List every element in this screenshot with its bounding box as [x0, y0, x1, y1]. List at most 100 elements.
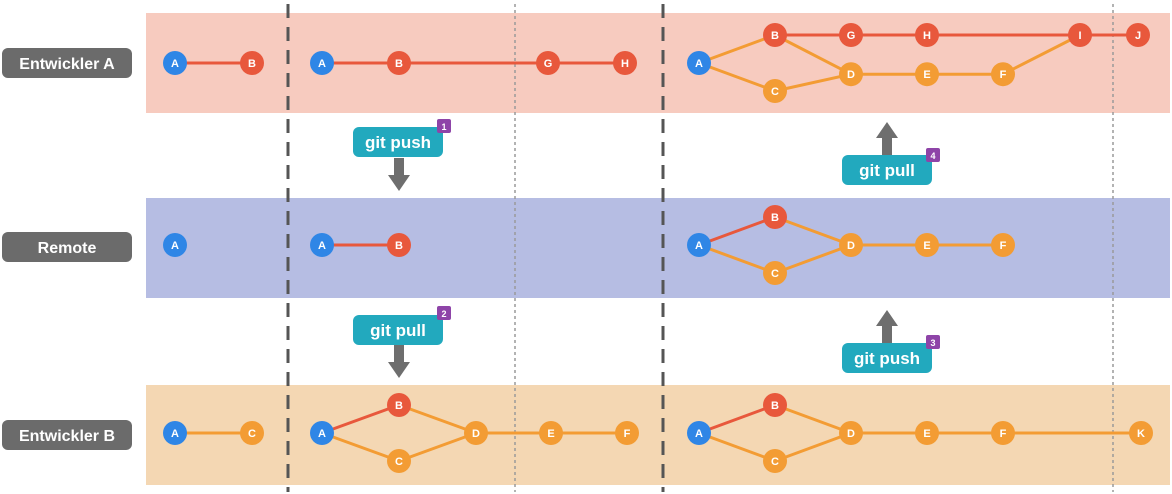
commit-node-C: C: [763, 261, 787, 285]
commit-node-D: D: [839, 421, 863, 445]
commit-node-A: A: [163, 233, 187, 257]
commit-circle: [991, 62, 1015, 87]
commit-circle: [839, 62, 863, 87]
step-badge: [926, 148, 940, 162]
commit-node-A: A: [310, 51, 334, 75]
lane-background-entwickler-b: [146, 385, 1170, 485]
commit-label: A: [695, 58, 703, 70]
commit-label: E: [547, 428, 554, 440]
commit-node-G: G: [536, 51, 560, 75]
commit-node-B: B: [387, 233, 411, 257]
commit-edge-C-D: [398, 431, 477, 463]
commit-circle: [387, 393, 411, 417]
commit-label: A: [171, 428, 179, 440]
commit-circle: [763, 205, 787, 229]
step-badge: [437, 306, 451, 320]
svg-text:git pull: git pull: [370, 321, 426, 340]
commit-label: A: [318, 58, 326, 70]
commit-node-A: A: [163, 51, 187, 75]
commit-label: E: [923, 240, 930, 252]
step-badge: [437, 119, 451, 133]
lane-label-remote: Remote: [2, 232, 132, 262]
commit-edge-C-D: [774, 243, 852, 275]
commit-circle: [915, 233, 939, 257]
commit-node-D: D: [839, 233, 863, 257]
commit-node-B: B: [387, 393, 411, 417]
commit-circle: [613, 51, 637, 75]
commit-circle: [240, 421, 264, 445]
commit-circle: [991, 233, 1015, 257]
commit-label: C: [771, 86, 779, 98]
commit-circle: [915, 421, 939, 445]
svg-text:git push: git push: [365, 133, 431, 152]
commit-label: B: [395, 58, 403, 70]
commit-circle: [839, 421, 863, 445]
commit-node-A: A: [687, 233, 711, 257]
commit-edge-A-C: [698, 431, 776, 463]
commit-edge-A-C: [698, 61, 776, 93]
commit-edge-B-D: [774, 33, 852, 76]
commit-node-E: E: [915, 62, 939, 87]
commit-circle: [1068, 23, 1092, 47]
arrow-down-icon: [388, 345, 410, 378]
commit-node-B: B: [763, 393, 787, 417]
commit-node-G: G: [839, 23, 863, 47]
commit-label: B: [395, 240, 403, 252]
commit-node-F: F: [991, 62, 1015, 87]
commit-label: C: [771, 456, 779, 468]
git-push-command-3: git push 3: [842, 310, 940, 373]
commit-node-F: F: [615, 421, 639, 445]
commit-label: D: [847, 428, 855, 440]
commit-label: E: [923, 69, 930, 81]
commit-node-A: A: [163, 421, 187, 445]
commit-circle: [163, 233, 187, 257]
commit-label: C: [395, 456, 403, 468]
commit-node-C: C: [240, 421, 264, 445]
commit-node-D: D: [839, 62, 863, 87]
svg-text:Remote: Remote: [38, 240, 97, 257]
commit-label: A: [318, 240, 326, 252]
commit-circle: [763, 23, 787, 47]
commit-circle: [310, 233, 334, 257]
svg-text:git push: git push: [854, 349, 920, 368]
commit-node-C: C: [387, 449, 411, 473]
commit-label: B: [771, 212, 779, 224]
commit-label: D: [847, 69, 855, 81]
commit-label: A: [171, 240, 179, 252]
commit-circle: [310, 51, 334, 75]
commit-label: F: [1000, 69, 1007, 81]
commit-circle: [539, 421, 563, 445]
commit-edge-A-B: [698, 215, 776, 247]
svg-text:git pull: git pull: [859, 161, 915, 180]
commit-circle: [763, 393, 787, 417]
svg-text:2: 2: [441, 309, 446, 319]
commit-circle: [763, 449, 787, 473]
commit-edge-A-B: [698, 33, 776, 65]
commit-edge-B-D: [398, 403, 477, 435]
arrow-up-icon: [876, 310, 898, 343]
commit-node-I: I: [1068, 23, 1092, 47]
commit-node-A: A: [687, 51, 711, 75]
commit-edge-A-B: [321, 403, 400, 435]
commit-node-B: B: [240, 51, 264, 75]
commit-label: C: [771, 268, 779, 280]
commit-edge-C-D: [774, 72, 852, 93]
commit-edge-A-C: [321, 431, 400, 463]
commit-node-A: A: [310, 421, 334, 445]
commit-label: D: [847, 240, 855, 252]
git-pull-command-2: git pull 2: [353, 306, 451, 378]
commit-label: B: [248, 58, 256, 70]
commit-circle: [839, 23, 863, 47]
svg-text:Entwickler A: Entwickler A: [19, 56, 115, 73]
commit-circle: [991, 421, 1015, 445]
commit-label: A: [318, 428, 326, 440]
commit-label: I: [1078, 30, 1081, 42]
lane-background-entwickler-a: [146, 13, 1170, 113]
lane-background-remote: [146, 198, 1170, 298]
git-push-command-1: git push 1: [353, 119, 451, 191]
